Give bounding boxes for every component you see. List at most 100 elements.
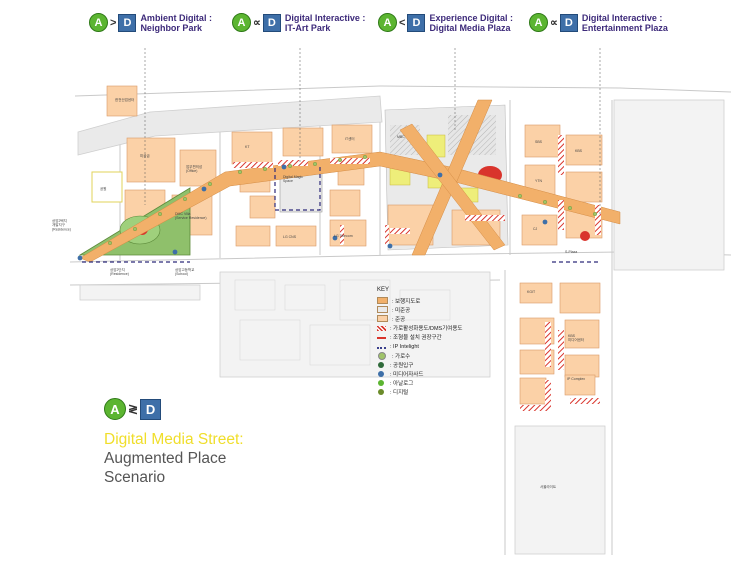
media-facade-dots bbox=[77, 164, 548, 261]
scenario-subtitle-2: Scenario bbox=[104, 469, 166, 486]
label-s-plaza: S-Plaza bbox=[565, 250, 577, 254]
label-landmark: 서울라이트 bbox=[540, 484, 557, 489]
legend-label: : 조형물 설치 권장구간 bbox=[390, 335, 442, 342]
label-park: 공원 bbox=[100, 186, 106, 191]
label-kbs: KBS bbox=[575, 149, 583, 153]
label-mbc: MBC bbox=[397, 135, 405, 139]
legend-item: : 미디어자사드 bbox=[377, 370, 462, 379]
legend-item: : 가로수 bbox=[377, 351, 462, 360]
active-use-segments bbox=[233, 135, 601, 411]
legend-swatch-icon bbox=[378, 371, 384, 378]
digital-icon: D bbox=[140, 398, 162, 420]
analog-icon: A bbox=[529, 13, 548, 32]
street-trees bbox=[107, 154, 598, 245]
label-ip-complex: IP Complex bbox=[567, 377, 585, 381]
label-office: 업무편의성(Office) bbox=[186, 164, 202, 173]
relation-symbol: < bbox=[399, 16, 406, 29]
digital-icon: D bbox=[262, 13, 281, 32]
legend-item: : 조형물 설치 권장구간 bbox=[377, 333, 462, 342]
label-sbs: SBS bbox=[535, 140, 543, 144]
relation-symbol: > bbox=[110, 16, 117, 29]
relation-symbol: ∝ bbox=[253, 17, 261, 29]
legend-swatch-icon bbox=[378, 389, 384, 396]
legend-swatch-icon bbox=[377, 346, 386, 349]
legend-label: : 가로활성화용도/DMS기여용도 bbox=[390, 326, 463, 333]
label-lg-telecom: LG Telecom bbox=[334, 234, 353, 238]
scenario-subtitle: Augmented Place bbox=[104, 450, 227, 467]
legend-item: : 미준공 bbox=[377, 305, 462, 314]
legend-swatch-icon bbox=[377, 337, 386, 340]
legend-label: : IP Intelight bbox=[390, 343, 419, 350]
label-school-block: 미공급 bbox=[140, 153, 150, 158]
legend-swatch-icon bbox=[377, 325, 386, 331]
zone-subtitle: Entertainment Plaza bbox=[581, 23, 668, 33]
label-cj: CJ bbox=[533, 227, 538, 231]
legend-swatch-icon bbox=[377, 315, 388, 323]
legend-item: : 공원입구 bbox=[377, 360, 462, 369]
zone-title: Ambient Digital : bbox=[140, 13, 212, 23]
digital-icon: D bbox=[559, 13, 578, 32]
legend-label: : 디지털 bbox=[390, 390, 409, 397]
label-it-center: IT센터 bbox=[345, 136, 355, 141]
label-school: 상암고등학교(School) bbox=[175, 267, 195, 276]
legend-label: : 공원입구 bbox=[390, 362, 414, 369]
legend-swatch-icon bbox=[377, 297, 388, 305]
legend-label: : 미디어자사드 bbox=[390, 372, 424, 379]
relation-symbol: ∝ bbox=[550, 17, 558, 29]
label-kt: KT bbox=[245, 145, 250, 149]
analog-icon: A bbox=[104, 398, 126, 420]
context-blocks bbox=[79, 99, 725, 555]
scenario-block: A ≷ D Digital Media Street: Augmented Pl… bbox=[104, 398, 244, 487]
legend-swatch-icon bbox=[378, 380, 384, 387]
legend-item: : 가로활성화용도/DMS기여용도 bbox=[377, 324, 462, 333]
legend-item: : 디지털 bbox=[377, 388, 462, 397]
scenario-ad-symbol: A ≷ D bbox=[104, 398, 244, 420]
zone-title: Digital Interactive : bbox=[284, 13, 366, 23]
legend-swatch-icon bbox=[377, 306, 388, 314]
label-kgit: KGIT bbox=[527, 290, 536, 294]
digital-icon: D bbox=[407, 13, 426, 32]
leader-lines bbox=[144, 48, 601, 215]
legend-label: : 준공 bbox=[392, 316, 406, 323]
label-ytn: YTN bbox=[535, 179, 542, 183]
north-strip bbox=[77, 95, 383, 156]
relation-symbol: ≷ bbox=[128, 402, 139, 416]
legend-label: : 가로수 bbox=[392, 353, 411, 360]
zone-boundaries bbox=[82, 166, 600, 263]
zone-header-entertainment-plaza: A ∝ D Digital Interactive : Entertainmen… bbox=[529, 13, 668, 33]
legend-title: KEY bbox=[377, 287, 390, 293]
legend-swatch-icon bbox=[378, 361, 384, 368]
legend-swatch-icon bbox=[378, 351, 386, 360]
label-lg-cns: LG CNS bbox=[283, 235, 297, 239]
analog-icon: A bbox=[378, 13, 397, 32]
legend-item: : 준공 bbox=[377, 314, 462, 323]
zone-title: Experience Digital : bbox=[429, 13, 513, 23]
zone-header-digital-media-plaza: A < D Experience Digital : Digital Media… bbox=[378, 13, 513, 33]
analog-icon: A bbox=[89, 13, 108, 32]
zone-subtitle: IT-Art Park bbox=[284, 23, 331, 33]
media-street bbox=[79, 151, 621, 263]
label-dmc-villa: DMC Villa(Service Residence) bbox=[175, 212, 207, 220]
label-residence: 상암2단지(Residence) bbox=[110, 267, 129, 276]
nw-building bbox=[106, 85, 138, 117]
legend-item: : 보행지도로 bbox=[377, 296, 462, 305]
zone-header-it-art-park: A ∝ D Digital Interactive : IT-Art Park bbox=[232, 13, 365, 33]
legend-item: : 아날로그 bbox=[377, 379, 462, 388]
label-nw-building: 한전산업센터 bbox=[115, 97, 134, 102]
zone-header-neighbor-park: A > D Ambient Digital : Neighbor Park bbox=[89, 13, 212, 33]
zone-subtitle: Digital Media Plaza bbox=[429, 23, 511, 33]
analog-icon: A bbox=[232, 13, 251, 32]
context-outline bbox=[234, 279, 451, 366]
zone-subtitle: Neighbor Park bbox=[140, 23, 202, 33]
digital-icon: D bbox=[118, 13, 137, 32]
legend-label: : 아날로그 bbox=[390, 381, 414, 388]
legend-label: : 미준공 bbox=[392, 307, 411, 314]
zone-title: Digital Interactive : bbox=[581, 13, 663, 23]
scenario-title: Digital Media Street: bbox=[104, 431, 244, 448]
map-legend: KEY : 보행지도로 : 미준공 : 준공 : 가로활성화용도/DMS기여용도 : 조… bbox=[377, 287, 462, 397]
legend-label: : 보행지도로 bbox=[392, 298, 421, 305]
